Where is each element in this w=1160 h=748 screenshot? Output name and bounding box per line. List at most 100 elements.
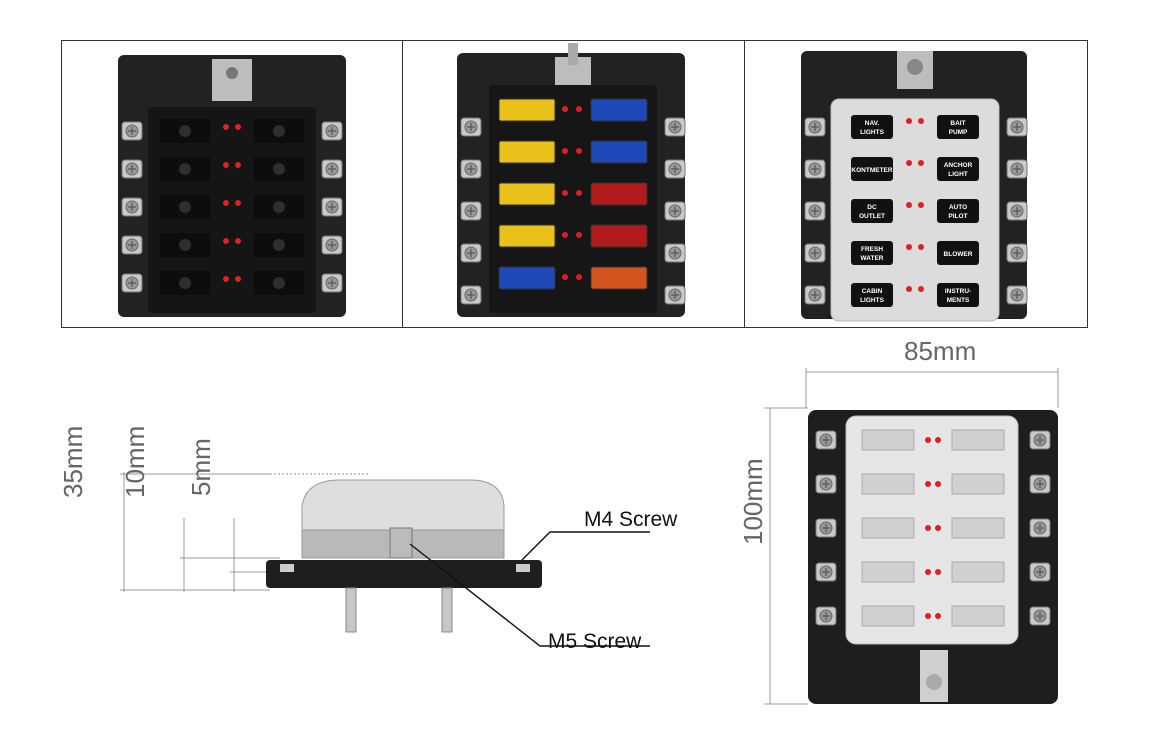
screw-terminal-icon (815, 518, 837, 538)
led-indicator-icon (235, 162, 241, 168)
led-indicator-icon (223, 162, 229, 168)
screw-terminal-icon (1006, 243, 1028, 263)
svg-text:LIGHT: LIGHT (948, 171, 968, 178)
fuse-icon (498, 182, 556, 206)
screw-terminal-icon (804, 285, 826, 305)
svg-text:MENTS: MENTS (947, 297, 970, 304)
svg-text:OUTLET: OUTLET (859, 213, 885, 220)
led-indicator-icon (223, 238, 229, 244)
fuse-slot-outline (951, 605, 1005, 627)
led-indicator-icon (906, 286, 912, 292)
led-indicator-icon (562, 232, 568, 238)
screw-terminal-icon (804, 243, 826, 263)
led-indicator-icon (235, 276, 241, 282)
svg-text:BAIT: BAIT (950, 120, 965, 127)
screw-terminal-icon (1029, 518, 1051, 538)
lid-circuit-label: INSTRU- MENTS (937, 283, 979, 307)
led-indicator-icon (918, 244, 924, 250)
screw-terminal-icon (121, 235, 143, 255)
screw-terminal-icon (460, 243, 482, 263)
svg-text:FRESH: FRESH (861, 246, 883, 253)
led-indicator-icon (576, 274, 582, 280)
svg-text:NAV.: NAV. (865, 120, 880, 127)
fuse-slot-outline (951, 429, 1005, 451)
lid-circuit-label: AUTO PILOT (937, 199, 979, 223)
svg-text:PUMP: PUMP (949, 129, 968, 136)
led-indicator-icon (576, 148, 582, 154)
screw-terminal-icon (460, 159, 482, 179)
svg-text:LIGHTS: LIGHTS (860, 297, 884, 304)
m4-leader (521, 531, 650, 561)
screw-terminal-icon (321, 197, 343, 217)
screw-terminal-icon (664, 243, 686, 263)
screw-terminal-icon (1006, 285, 1028, 305)
led-indicator-icon (906, 202, 912, 208)
screw-terminal-icon (121, 197, 143, 217)
screw-terminal-icon (815, 430, 837, 450)
lid-circuit-label: BAIT PUMP (937, 115, 979, 139)
led-indicator-icon (235, 200, 241, 206)
led-indicator-icon (935, 613, 941, 619)
svg-text:AUTO: AUTO (949, 204, 967, 211)
svg-text:KONTMETER: KONTMETER (851, 167, 892, 174)
led-indicator-icon (576, 106, 582, 112)
product-photo-labeled-lid: NAV. LIGHTS BAIT PUMP KONTMETER ANCHOR LIGHT DC… (744, 40, 1088, 328)
screw-terminal-icon (1029, 606, 1051, 626)
m4-screw-label: M4 Screw (584, 508, 678, 531)
fused-block-drawing (457, 43, 686, 317)
led-indicator-icon (562, 148, 568, 154)
fuse-icon (590, 182, 648, 206)
product-photo-fused-block (402, 40, 745, 328)
svg-text:CABIN: CABIN (862, 288, 883, 295)
led-indicator-icon (925, 569, 931, 575)
led-indicator-icon (925, 481, 931, 487)
led-indicator-icon (935, 569, 941, 575)
fuse-icon (590, 266, 648, 290)
led-indicator-icon (935, 481, 941, 487)
fuse-icon (590, 140, 648, 164)
product-photo-empty-block (61, 40, 403, 328)
screw-terminal-icon (664, 159, 686, 179)
svg-text:ANCHOR: ANCHOR (944, 162, 973, 169)
svg-text:BLOWER: BLOWER (944, 251, 973, 258)
led-indicator-icon (576, 232, 582, 238)
screw-terminal-icon (1006, 201, 1028, 221)
led-indicator-icon (576, 190, 582, 196)
fuse-slot-outline (861, 429, 915, 451)
screw-terminal-icon (815, 562, 837, 582)
clear-lid (845, 415, 1019, 645)
led-indicator-icon (562, 190, 568, 196)
fuse-slot-outline (861, 561, 915, 583)
svg-text:PILOT: PILOT (948, 213, 967, 220)
svg-text:INSTRU-: INSTRU- (945, 288, 971, 295)
screw-terminal-icon (1006, 117, 1028, 137)
lid-circuit-label: CABIN LIGHTS (851, 283, 893, 307)
top-bracket (212, 59, 252, 101)
side-view-diagram (120, 472, 650, 647)
height-dimension-label: 100mm (738, 458, 768, 545)
screw-terminal-icon (321, 121, 343, 141)
fuse-icon (590, 224, 648, 248)
svg-text:WATER: WATER (861, 255, 884, 262)
fuse-slot-outline (951, 561, 1005, 583)
led-indicator-icon (935, 437, 941, 443)
fuse-icon (498, 98, 556, 122)
lid-circuit-label: DC OUTLET (851, 199, 893, 223)
svg-text:DC: DC (867, 204, 877, 211)
top-view-diagram (764, 368, 1059, 705)
led-indicator-icon (906, 160, 912, 166)
screw-terminal-icon (321, 159, 343, 179)
fuse-icon (498, 140, 556, 164)
fuse-slot-outline (861, 473, 915, 495)
led-indicator-icon (223, 276, 229, 282)
fuse-slot-outline (861, 605, 915, 627)
lid-circuit-label: BLOWER (937, 241, 979, 265)
dimension-lines (120, 472, 370, 592)
led-indicator-icon (918, 160, 924, 166)
led-indicator-icon (935, 525, 941, 531)
led-indicator-icon (906, 118, 912, 124)
lid-circuit-label: FRESH WATER (851, 241, 893, 265)
led-indicator-icon (925, 437, 931, 443)
fuse-slot-outline (951, 473, 1005, 495)
led-indicator-icon (925, 525, 931, 531)
